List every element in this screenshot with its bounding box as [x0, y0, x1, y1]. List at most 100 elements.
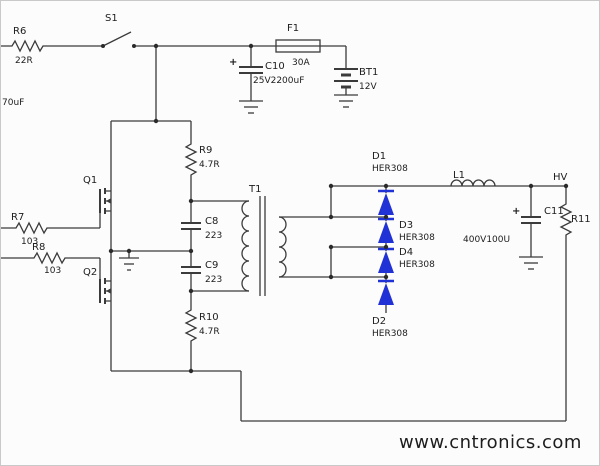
r7-zigzag	[13, 221, 49, 235]
d2-value: HER308	[372, 329, 408, 339]
junction-dot	[126, 248, 132, 254]
resistor-r11: R11	[559, 201, 591, 241]
r11-ref: R11	[571, 214, 591, 225]
capacitor-c10: + C10 25V2200uF	[229, 57, 304, 86]
fuse-f1: F1 30A	[275, 23, 321, 68]
t1-secondary-winding	[278, 216, 287, 278]
d2-triangle	[378, 283, 394, 305]
s1-blade	[102, 31, 132, 47]
c8-value: 223	[205, 231, 222, 241]
resistor-r10: R10 4.7R	[184, 307, 220, 345]
d4-value: HER308	[399, 260, 435, 270]
t1-primary-winding	[241, 200, 250, 292]
d4-ref: D4	[399, 247, 413, 258]
c11-value: 400V100U	[463, 235, 510, 245]
bt1-value: 12V	[359, 82, 377, 92]
c9-value: 223	[205, 275, 222, 285]
ground-bridge-mid	[119, 257, 139, 271]
junction-dot	[328, 183, 334, 189]
d1-triangle	[378, 193, 394, 215]
capacitor-c9: C9 223	[181, 260, 222, 285]
ground-c11	[519, 256, 543, 270]
watermark-text: www.cntronics.com	[399, 432, 582, 453]
c10-value: 25V2200uF	[253, 76, 304, 86]
d1-ref: D1	[372, 151, 386, 162]
q1-ref: Q1	[83, 175, 97, 186]
inductor-l1: L1	[450, 170, 496, 187]
r7-ref: R7	[11, 212, 24, 223]
junction-dot	[328, 274, 334, 280]
junction-dot	[383, 183, 389, 189]
junction-dot	[563, 183, 569, 189]
t1-ref: T1	[248, 184, 261, 195]
mosfet-q1: Q1	[83, 175, 112, 214]
hv-label: HV	[553, 172, 568, 183]
resistor-r7: R7 103	[11, 212, 49, 247]
r10-zigzag	[184, 307, 198, 345]
s1-ref: S1	[105, 13, 118, 24]
bt1-ref: BT1	[359, 67, 378, 78]
d3-value: HER308	[399, 233, 435, 243]
diode-d3: D3 HER308	[378, 217, 435, 243]
junction-dot	[188, 248, 194, 254]
r9-zigzag	[184, 141, 198, 179]
r7-value: 103	[21, 237, 38, 247]
d3-ref: D3	[399, 220, 413, 231]
battery-bt1: BT1 12V	[334, 67, 378, 92]
resistor-r9: R9 4.7R	[184, 141, 220, 179]
input-cap-label: 70uF	[2, 98, 24, 108]
s1-terminal	[101, 44, 105, 48]
diode-d1: D1 HER308	[372, 151, 408, 215]
capacitor-c11: + C11 400V100U	[463, 206, 564, 245]
q2-arrow	[106, 288, 111, 294]
capacitor-c8: C8 223	[181, 216, 222, 241]
f1-value: 30A	[292, 58, 310, 68]
transformer-t1: T1	[241, 184, 287, 296]
junction-dots	[108, 43, 569, 374]
r10-ref: R10	[199, 312, 219, 323]
r6-ref: R6	[13, 26, 26, 37]
c11-polarity: +	[512, 206, 520, 217]
junction-dot	[153, 118, 159, 124]
r8-value: 103	[44, 266, 61, 276]
t1-core	[259, 196, 266, 296]
junction-dot	[188, 288, 194, 294]
r10-value: 4.7R	[199, 327, 220, 337]
diode-d2: D2 HER308	[372, 279, 408, 339]
l1-ref: L1	[453, 170, 465, 181]
junction-dot	[188, 368, 194, 374]
junction-dot	[188, 198, 194, 204]
junction-dot	[528, 183, 534, 189]
r6-zigzag	[9, 39, 45, 53]
c10-ref: C10	[265, 61, 285, 72]
resistor-r6: R6 22R	[9, 26, 45, 66]
junction-dot	[108, 248, 114, 254]
r11-zigzag	[559, 201, 573, 241]
junction-dot	[328, 214, 334, 220]
junction-dot	[383, 214, 389, 220]
d4-triangle	[378, 251, 394, 273]
c9-ref: C9	[205, 260, 218, 271]
f1-ref: F1	[287, 23, 299, 34]
c10-polarity: +	[229, 57, 237, 68]
q2-ref: Q2	[83, 267, 97, 278]
r8-zigzag	[31, 251, 67, 265]
ground-bt1	[334, 94, 358, 108]
junction-dot	[383, 244, 389, 250]
junction-dot	[383, 274, 389, 280]
r9-ref: R9	[199, 145, 212, 156]
d3-triangle	[378, 221, 394, 243]
junction-dot	[248, 43, 254, 49]
junction-dot	[328, 244, 334, 250]
c11-ref: C11	[544, 206, 564, 217]
d2-ref: D2	[372, 316, 386, 327]
resistor-r8: R8 103	[31, 242, 67, 276]
r9-value: 4.7R	[199, 160, 220, 170]
junction-dot	[153, 43, 159, 49]
s1-terminal	[132, 44, 136, 48]
l1-coil	[450, 179, 496, 187]
switch-s1: S1	[101, 13, 136, 48]
mosfet-q2: Q2	[83, 267, 112, 304]
